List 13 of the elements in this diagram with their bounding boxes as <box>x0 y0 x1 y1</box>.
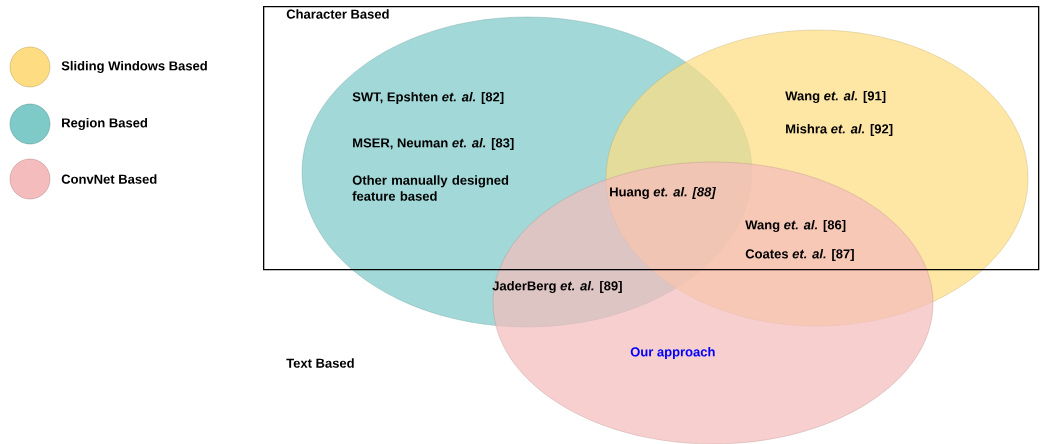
region-label: Other manually designed feature based <box>352 175 509 201</box>
region-label: Coates et. al. [87] <box>745 248 854 262</box>
region-label: Wang et. al. [91] <box>785 90 886 104</box>
region-label: Mishra et. al. [92] <box>786 123 893 137</box>
region-label: Text Based <box>286 358 354 368</box>
region-label: Huang et. al. [88] <box>610 186 716 200</box>
legend-label: ConvNet Based <box>61 174 157 184</box>
legend-label: Region Based <box>62 117 147 131</box>
region-label: MSER, Neuman et. al. [83] <box>353 137 514 151</box>
region-label: Our approach <box>630 346 715 360</box>
region-label: Wang et. al. [86] <box>745 219 846 233</box>
region-label: SWT, Epshten et. al. [82] <box>352 91 504 105</box>
legend-label: Sliding Windows Based <box>61 60 207 74</box>
